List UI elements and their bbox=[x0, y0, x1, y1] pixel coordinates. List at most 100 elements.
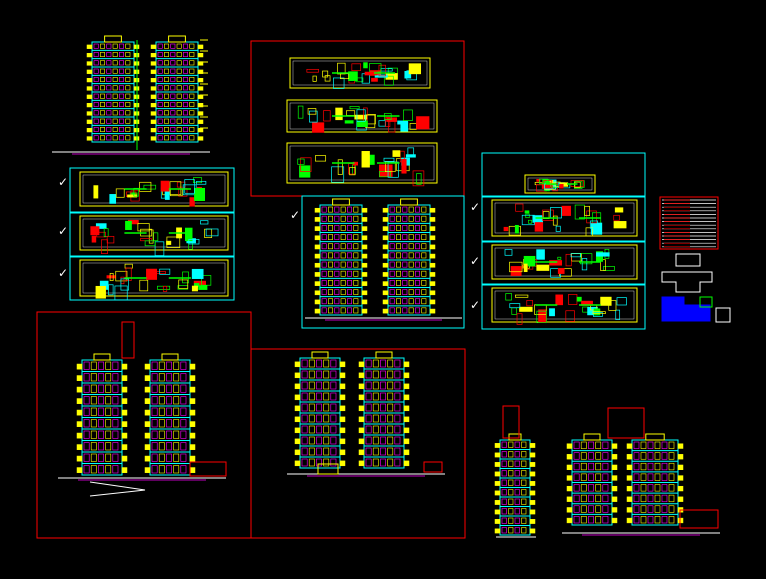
elev-c-tower-b-window bbox=[402, 243, 408, 250]
elev-c-tower-b-window bbox=[421, 289, 427, 295]
elev-bc-tower-b-window bbox=[387, 414, 394, 423]
plan-r-4-room bbox=[536, 310, 547, 324]
elev-c-tower-b-window bbox=[415, 215, 420, 222]
elev-br-tower-a-window bbox=[580, 516, 587, 524]
elev-br-tower-b-balcony-right bbox=[677, 443, 684, 449]
elev-c-tower-a-window bbox=[321, 270, 327, 277]
elev-br-tower-a-balcony-right bbox=[611, 443, 618, 449]
plan-l-2-room bbox=[90, 226, 100, 236]
elev-tl-tower-b-window bbox=[170, 52, 176, 57]
section-tower-window bbox=[514, 441, 520, 448]
elev-br-tower-b-window bbox=[633, 473, 640, 481]
plans-right-divider bbox=[481, 240, 646, 243]
elev-br-tower-b-window bbox=[647, 462, 654, 471]
elev-c-tower-b-balcony-right bbox=[429, 207, 436, 213]
elev-bc-tower-a-balcony-left bbox=[294, 416, 301, 423]
elev-c-tower-b-window bbox=[408, 270, 414, 277]
elev-c-tower-b-window bbox=[415, 206, 420, 213]
section-tower-window bbox=[514, 498, 520, 505]
elev-tl-tower-a-window bbox=[106, 60, 112, 66]
elev-br-tower-b-window bbox=[668, 452, 675, 460]
plan-r-3-room bbox=[565, 253, 572, 267]
section-tower-window bbox=[508, 489, 514, 496]
elev-tl-tower-b-window bbox=[164, 60, 169, 66]
elev-bl-tower-a-window bbox=[83, 407, 90, 416]
elev-bl-tower-b-window bbox=[173, 407, 180, 416]
elev-c-tower-a-balcony-right bbox=[361, 262, 368, 268]
elev-c-tower-a-balcony-right bbox=[361, 244, 368, 250]
elev-br-tower-b-window bbox=[668, 516, 675, 524]
elev-bc-tower-a-window bbox=[323, 458, 330, 467]
elev-bl-tower-b-window bbox=[166, 373, 172, 382]
elev-c-tower-a-balcony-left bbox=[314, 244, 321, 250]
elev-bl-tower-a-window bbox=[98, 442, 104, 451]
elev-bc-tower-b-window bbox=[372, 370, 379, 379]
elev-tl-tower-a-window bbox=[119, 118, 124, 124]
plan-tc-1-room bbox=[322, 70, 329, 78]
section-tower-balcony-right bbox=[529, 509, 536, 515]
elev-c-tower-b-window bbox=[402, 289, 408, 295]
elev-c-tower-b-window bbox=[421, 307, 427, 314]
elev-bl-tower-a-window bbox=[105, 396, 112, 405]
elev-bl-tower-a-balcony-right bbox=[121, 375, 128, 381]
elev-bc-tower-a-window bbox=[330, 359, 337, 368]
elev-bl-tower-b-balcony-left bbox=[144, 444, 151, 450]
elev-bl-tower-b-window bbox=[151, 430, 158, 439]
plan-r-3-room bbox=[549, 260, 563, 266]
plan-l-1-outline bbox=[79, 171, 229, 207]
plan-r-4-room bbox=[511, 307, 518, 315]
elev-c-tower-a-window bbox=[334, 280, 340, 286]
elev-c-tower-b-window bbox=[389, 261, 395, 268]
elev-bc-tower-a-window bbox=[316, 370, 322, 379]
elev-bc-tower-a-window bbox=[301, 370, 308, 379]
elev-br-tower-b-window bbox=[654, 505, 661, 513]
elev-bl-tower-a-window bbox=[90, 442, 97, 451]
elev-br-tower-b-window bbox=[633, 441, 640, 449]
elev-bl-tower-b-window bbox=[180, 384, 187, 393]
elev-bc-tower-b-window bbox=[365, 403, 372, 412]
elev-c-tower-b-window bbox=[408, 225, 414, 231]
elev-bc-tower-a-window bbox=[330, 403, 337, 412]
key-plan-block-blue bbox=[683, 304, 711, 322]
plan-r-4-room bbox=[615, 309, 621, 320]
plan-tc-2-room bbox=[409, 123, 417, 130]
elev-bc-tower-b-window bbox=[394, 458, 401, 467]
elev-c-tower-b-window bbox=[389, 225, 395, 231]
elev-br-tower-a-window bbox=[573, 505, 580, 513]
elev-c-tower-b-window bbox=[421, 243, 427, 250]
elev-c-tower-b-roof bbox=[400, 198, 418, 206]
elev-tl-tower-a-window bbox=[112, 77, 118, 82]
elev-bl-tower-b-window bbox=[166, 407, 172, 416]
elev-bl-tower-a-balcony-right bbox=[121, 409, 128, 416]
elev-bl-tower-a-window bbox=[112, 442, 119, 451]
elev-tl-tower-a-window bbox=[100, 127, 105, 132]
elev-bc-tower-a-window bbox=[301, 458, 308, 467]
elev-c-tower-a-balcony-left bbox=[314, 217, 321, 222]
elev-c-tower-a-window bbox=[328, 298, 333, 305]
plan-l-2-room bbox=[188, 238, 200, 245]
elev-bl-tower-b-window bbox=[166, 396, 172, 405]
elev-c-tower-a-window bbox=[321, 252, 327, 259]
elev-tl-tower-b-window bbox=[170, 60, 176, 66]
elev-bl-tower-b-window bbox=[151, 384, 158, 393]
plan-tc-1-room bbox=[351, 63, 362, 71]
elev-bc-tower-a-window bbox=[301, 392, 308, 401]
plan-r-2-room bbox=[584, 205, 590, 216]
plan-tc-3-room bbox=[297, 158, 305, 165]
elev-tl-tower-b-balcony-right bbox=[197, 44, 204, 49]
elev-tl-tower-a-balcony-left bbox=[86, 103, 93, 108]
elev-tl-tower-a-window bbox=[106, 85, 112, 91]
plan-r-1-inner bbox=[527, 177, 593, 191]
elev-c-tower-b-window bbox=[408, 261, 414, 268]
elev-c-tower-b-window bbox=[389, 289, 395, 295]
check-mark: ✓ bbox=[58, 266, 68, 280]
elev-br-tower-a-balcony-left bbox=[566, 454, 573, 460]
elev-br-tower-b-window bbox=[640, 494, 647, 503]
elev-br-tower-b-window bbox=[668, 462, 675, 471]
elev-bl-tower-a-window bbox=[112, 361, 119, 370]
elev-bl-ramp bbox=[89, 481, 146, 497]
elev-tl-tower-b-window bbox=[189, 93, 195, 99]
elev-br-tower-b-window bbox=[633, 516, 640, 524]
plan-r-3-outline bbox=[491, 244, 638, 280]
